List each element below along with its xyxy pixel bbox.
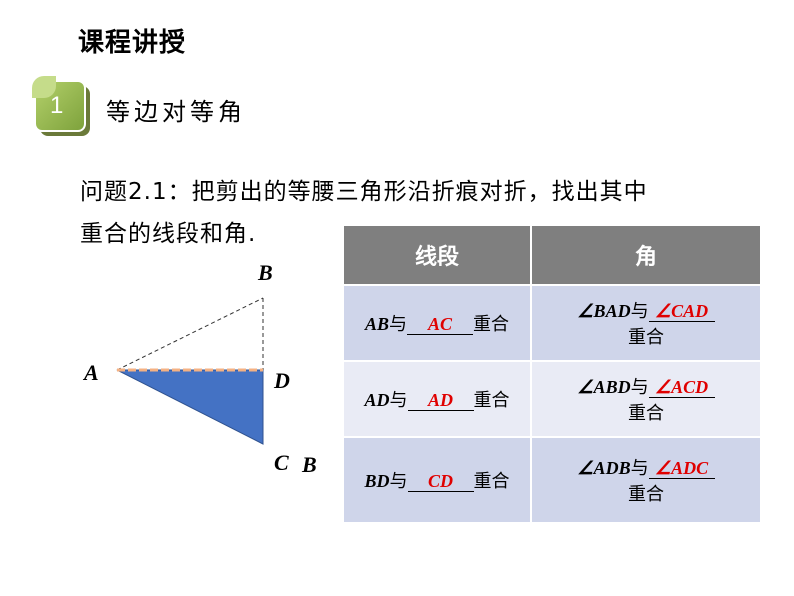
angle: ∠ADB (577, 458, 631, 478)
angle: ∠BAD (577, 301, 631, 321)
segment: AD (364, 390, 390, 410)
segment: BD (364, 471, 390, 491)
coincide-text: 重合 (628, 403, 664, 424)
with-text: 与 (630, 301, 649, 322)
segment-answer: CD (407, 471, 474, 492)
coincide-text: 重合 (473, 390, 510, 411)
section-title: 等边对等角 (106, 98, 246, 126)
coincide-text: 重合 (473, 314, 509, 335)
label-a: A (84, 360, 99, 385)
with-text: 与 (389, 314, 407, 335)
coincide-text: 重合 (473, 471, 510, 492)
header-angle: 角 (530, 224, 762, 286)
with-text: 与 (630, 377, 649, 398)
coincide-text: 重合 (628, 327, 664, 348)
page-title: 课程讲授 (78, 28, 187, 58)
with-text: 与 (389, 390, 408, 411)
segment: AB (364, 314, 389, 334)
section-number-icon: 1 (28, 74, 92, 138)
angle: ∠ABD (577, 377, 631, 397)
triangle-figure (116, 297, 264, 445)
label-b-bottom: B (302, 452, 317, 477)
coincide-text: 重合 (628, 484, 664, 505)
dashed-ab (116, 297, 264, 371)
angle-answer: ∠ACD (648, 377, 715, 398)
with-text: 与 (389, 471, 408, 492)
segment-answer: AC (407, 314, 473, 335)
label-b-top: B (258, 260, 273, 285)
angle-answer: ∠ADC (648, 458, 715, 479)
with-text: 与 (630, 458, 649, 479)
folded-triangle (116, 369, 264, 445)
angle-answer: ∠CAD (648, 301, 715, 322)
label-c: C (274, 450, 289, 475)
label-d: D (274, 368, 290, 393)
question-line-1: 问题2.1：把剪出的等腰三角形沿折痕对折，找出其中 (80, 179, 648, 205)
segment-answer: AD (407, 390, 474, 411)
question-line-2: 重合的线段和角. (80, 221, 257, 247)
header-segment: 线段 (342, 224, 532, 286)
section-number: 1 (50, 92, 64, 119)
